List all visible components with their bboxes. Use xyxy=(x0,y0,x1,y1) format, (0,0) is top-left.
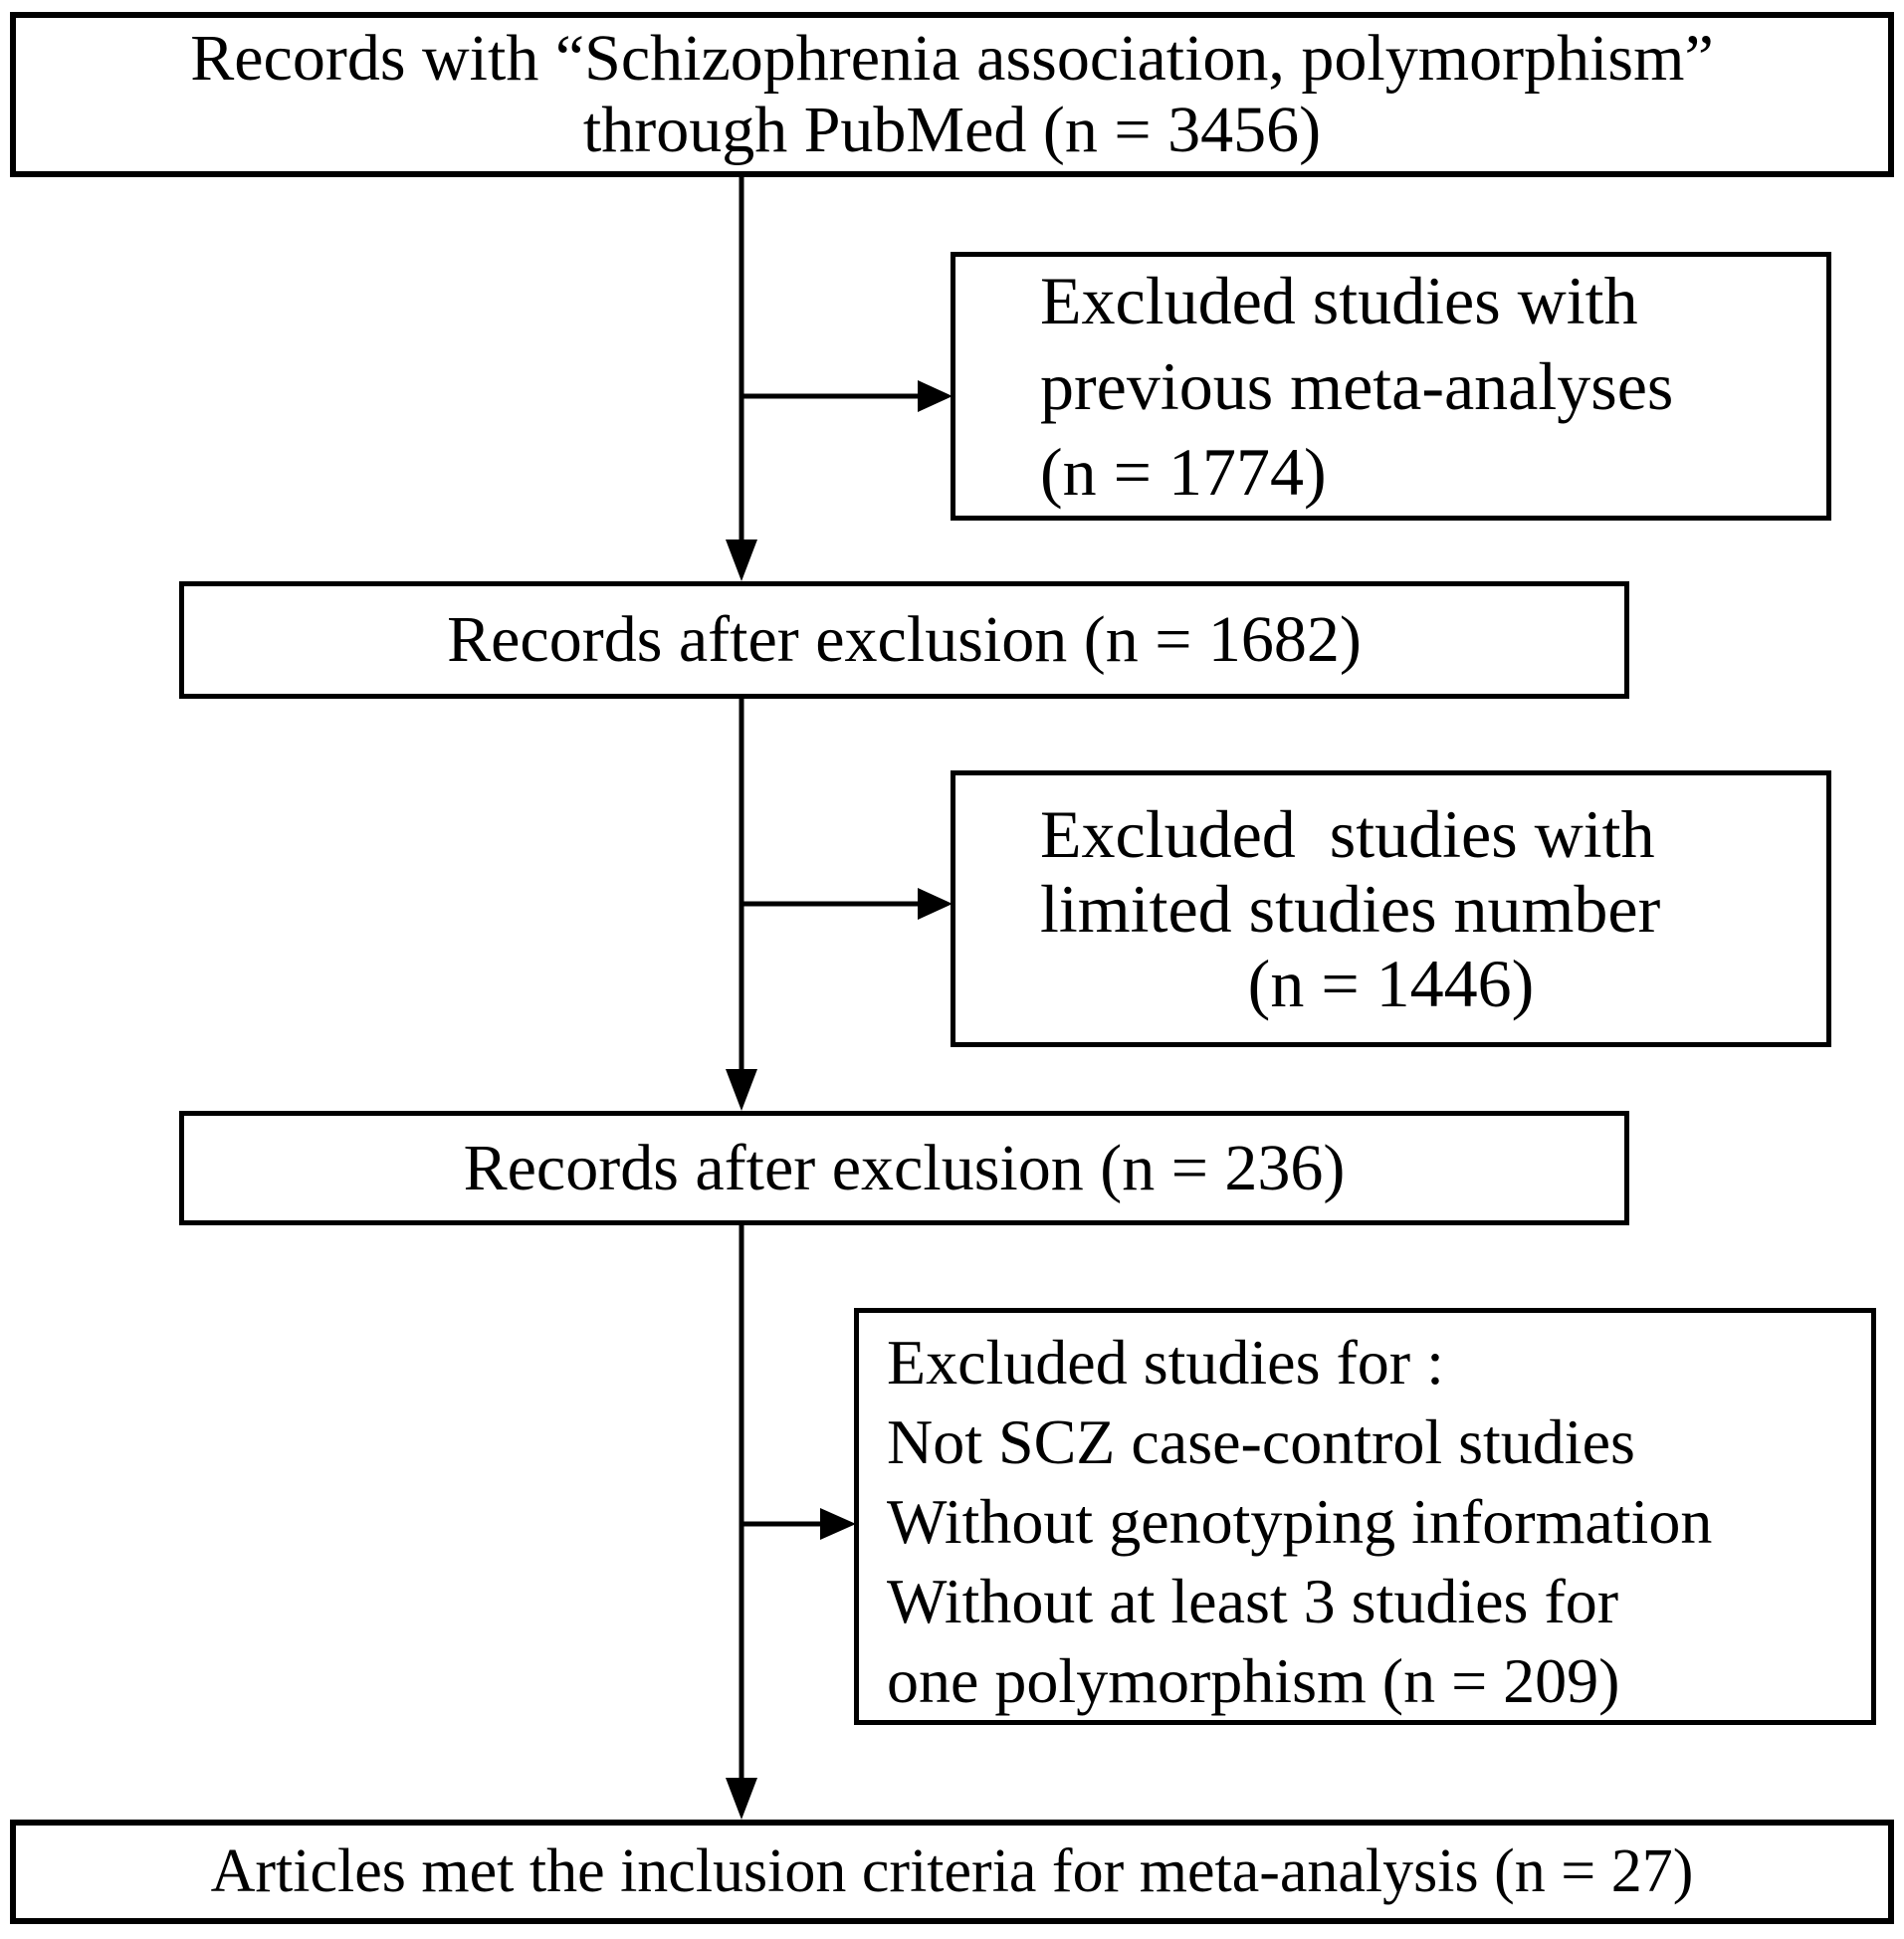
included-articles-text: Articles met the inclusion criteria for … xyxy=(210,1837,1694,1905)
records-identified-line-1: Records with “Schizophrenia association,… xyxy=(190,22,1714,95)
arrow-after-exclusion-1-to-2 xyxy=(726,697,757,1111)
excluded-criteria-line-2: Not SCZ case-control studies xyxy=(887,1406,1635,1477)
records-after-exclusion-2-box: Records after exclusion (n = 236) xyxy=(179,1111,1629,1225)
records-identified-line-2: through PubMed (n = 3456) xyxy=(582,94,1322,166)
excluded-limited-studies-line-1: Excluded studies with xyxy=(1040,795,1655,872)
excluded-limited-studies-line-2: limited studies number xyxy=(1040,870,1661,947)
arrow-after-exclusion-2-to-included xyxy=(726,1223,757,1820)
excluded-meta-analyses-line-1: Excluded studies with xyxy=(1040,263,1638,338)
excluded-criteria-line-4: Without at least 3 studies for xyxy=(887,1566,1619,1636)
arrow-branch-excluded-meta-analyses xyxy=(741,380,952,412)
excluded-meta-analyses-box: Excluded studies with previous meta-anal… xyxy=(951,252,1831,521)
excluded-criteria-box: Excluded studies for : Not SCZ case-cont… xyxy=(854,1308,1876,1725)
excluded-criteria-line-1: Excluded studies for : xyxy=(887,1327,1444,1398)
excluded-meta-analyses-line-2: previous meta-analyses xyxy=(1040,348,1674,424)
records-after-exclusion-2-text: Records after exclusion (n = 236) xyxy=(463,1131,1346,1204)
included-articles-box: Articles met the inclusion criteria for … xyxy=(10,1820,1894,1924)
records-after-exclusion-1-box: Records after exclusion (n = 1682) xyxy=(179,581,1629,699)
excluded-criteria-line-5: one polymorphism (n = 209) xyxy=(887,1645,1620,1716)
records-identified-box: Records with “Schizophrenia association,… xyxy=(10,12,1894,177)
arrow-branch-excluded-limited-studies xyxy=(741,888,952,920)
excluded-meta-analyses-count: (n = 1774) xyxy=(1040,434,1327,510)
excluded-limited-studies-count: (n = 1446) xyxy=(1247,945,1535,1021)
records-after-exclusion-1-text: Records after exclusion (n = 1682) xyxy=(447,603,1362,676)
arrow-top-to-after-exclusion-1 xyxy=(726,175,757,581)
excluded-limited-studies-box: Excluded studies with limited studies nu… xyxy=(951,770,1831,1047)
arrow-branch-excluded-criteria xyxy=(741,1508,856,1540)
excluded-criteria-line-3: Without genotyping information xyxy=(887,1486,1713,1557)
